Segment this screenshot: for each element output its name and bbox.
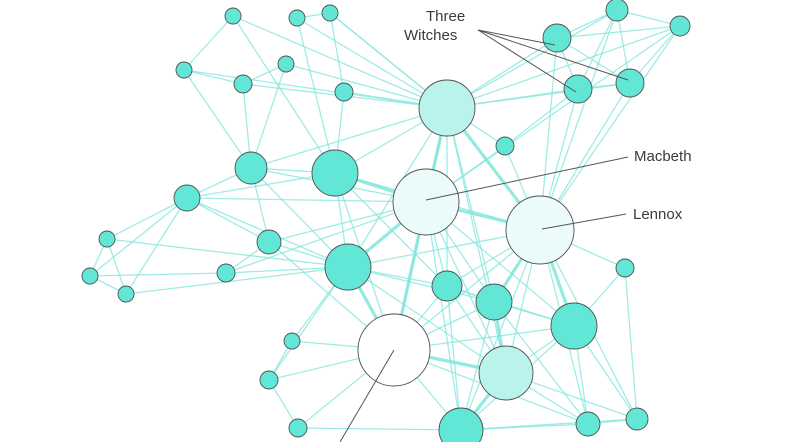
edge bbox=[460, 418, 638, 431]
labels: Three Witches Macbeth Lennox bbox=[404, 8, 692, 223]
edge bbox=[89, 272, 227, 277]
character-node bbox=[234, 151, 268, 185]
character-node bbox=[173, 184, 201, 212]
character-node bbox=[505, 195, 575, 265]
character-node bbox=[418, 79, 476, 137]
edge bbox=[446, 107, 507, 374]
character-node bbox=[283, 332, 301, 350]
character-node bbox=[669, 15, 691, 37]
nodes bbox=[81, 0, 691, 442]
character-node bbox=[256, 229, 282, 255]
character-node bbox=[259, 370, 279, 390]
leader-line bbox=[477, 29, 629, 81]
edge bbox=[183, 15, 234, 71]
edge bbox=[347, 266, 495, 303]
character-node bbox=[277, 55, 295, 73]
character-node bbox=[431, 270, 463, 302]
character-node bbox=[615, 68, 645, 98]
edge bbox=[106, 238, 127, 295]
leader-lines bbox=[339, 29, 629, 442]
character-node bbox=[233, 74, 253, 94]
edge bbox=[89, 197, 188, 277]
edge bbox=[186, 172, 336, 199]
character-node bbox=[288, 9, 306, 27]
character-node bbox=[288, 418, 308, 438]
character-node bbox=[478, 345, 534, 401]
edge bbox=[296, 17, 448, 109]
edge bbox=[232, 15, 448, 109]
character-node bbox=[550, 302, 598, 350]
character-node bbox=[175, 61, 193, 79]
edge bbox=[250, 63, 287, 169]
character-node bbox=[117, 285, 135, 303]
leader-line bbox=[477, 29, 556, 46]
edge bbox=[225, 201, 427, 274]
edge bbox=[106, 197, 188, 240]
leader-line bbox=[477, 29, 577, 93]
edge bbox=[232, 15, 336, 174]
three-witches-label-line1: Three bbox=[426, 8, 465, 25]
edge bbox=[460, 229, 541, 431]
edge bbox=[183, 69, 244, 85]
character-node bbox=[605, 0, 629, 22]
character-node bbox=[495, 136, 515, 156]
edge bbox=[186, 197, 270, 243]
macbeth-label: Macbeth bbox=[634, 148, 692, 165]
edge bbox=[624, 267, 638, 420]
character-node bbox=[311, 149, 359, 197]
edge bbox=[186, 197, 427, 203]
character-node bbox=[224, 7, 242, 25]
three-witches-label-line2: Witches bbox=[404, 27, 457, 44]
character-node bbox=[475, 283, 513, 321]
character-node bbox=[563, 74, 593, 104]
edge bbox=[446, 25, 681, 109]
character-node bbox=[216, 263, 236, 283]
edge bbox=[504, 88, 579, 147]
edge bbox=[446, 9, 618, 109]
edge bbox=[539, 25, 681, 231]
character-node bbox=[81, 267, 99, 285]
character-node bbox=[321, 4, 339, 22]
character-node bbox=[392, 168, 460, 236]
character-node bbox=[324, 243, 372, 291]
edge bbox=[183, 69, 252, 169]
edge bbox=[556, 25, 681, 39]
edge bbox=[297, 427, 462, 431]
edge bbox=[425, 201, 462, 431]
character-node bbox=[625, 407, 649, 431]
edge bbox=[446, 285, 462, 431]
edge bbox=[125, 266, 349, 295]
edge bbox=[425, 25, 681, 203]
edge bbox=[125, 197, 188, 295]
edge bbox=[577, 9, 618, 90]
edge bbox=[106, 238, 349, 268]
character-node bbox=[542, 23, 572, 53]
character-node bbox=[615, 258, 635, 278]
leader-line bbox=[541, 213, 627, 230]
lennox-label: Lennox bbox=[633, 206, 683, 223]
leader-line bbox=[339, 349, 395, 442]
edge bbox=[539, 9, 618, 231]
character-node bbox=[334, 82, 354, 102]
leader-line bbox=[425, 156, 629, 201]
edge bbox=[493, 301, 589, 425]
edge bbox=[296, 17, 336, 174]
edge bbox=[250, 107, 448, 169]
edge bbox=[329, 12, 345, 93]
character-node bbox=[575, 411, 601, 437]
character-node bbox=[98, 230, 116, 248]
character-node bbox=[438, 407, 484, 442]
